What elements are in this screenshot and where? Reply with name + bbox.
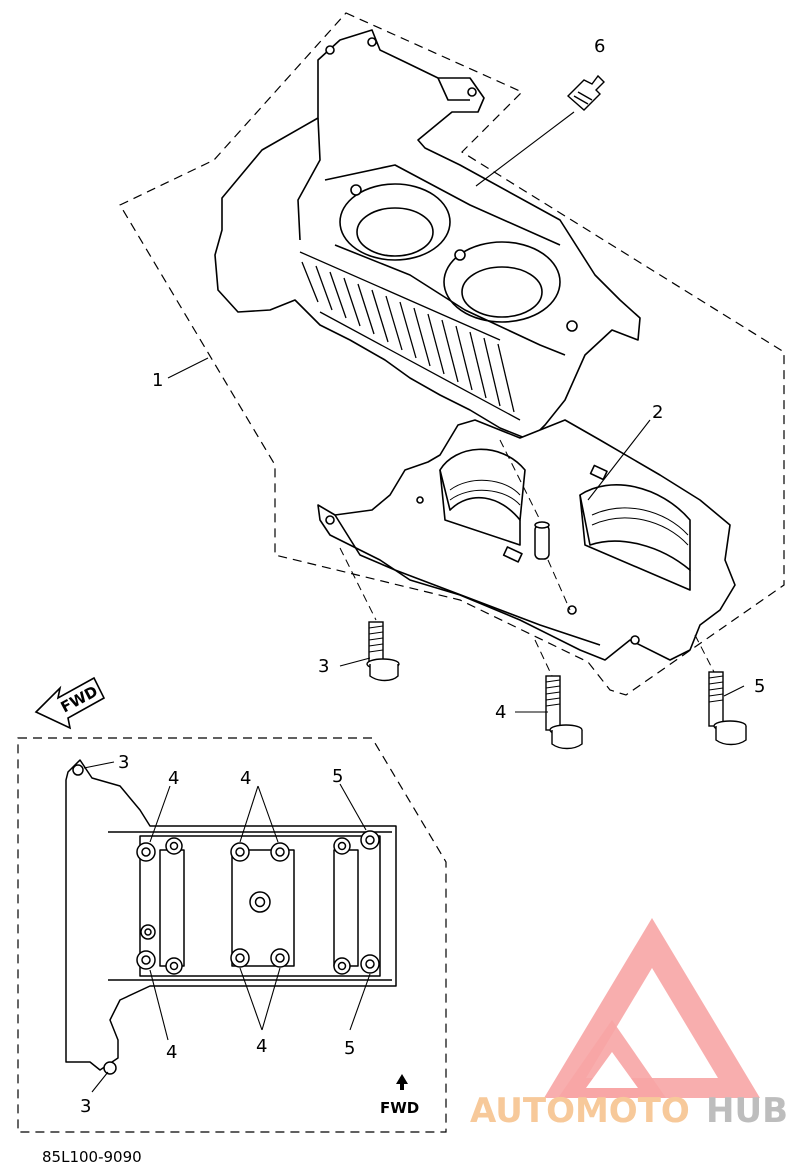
drawing-code: 85L100-9090: [42, 1148, 142, 1166]
upper-crankcase: [214, 29, 641, 441]
callout-5: 5: [754, 676, 765, 697]
logo-text-hub: HUB: [706, 1091, 788, 1131]
inset-callout-3-bottom: 3: [80, 1096, 91, 1117]
leader-lines: [167, 111, 745, 713]
inset-leader-lines: [83, 761, 371, 1093]
automotohub-logo: AUTOMOTO HUB: [470, 918, 788, 1131]
plug: [566, 74, 605, 111]
inset-fwd-indicator: FWD: [380, 1074, 419, 1117]
inset-callout-5-bottom: 5: [344, 1038, 355, 1059]
inset-callout-3-top: 3: [118, 752, 129, 773]
callout-1: 1: [152, 370, 163, 391]
inset-fwd-label: FWD: [380, 1099, 419, 1117]
lower-crankcase: [317, 419, 736, 661]
callout-2: 2: [652, 402, 663, 423]
inset-callout-4-top-left: 4: [168, 768, 179, 789]
inset-callout-4-top-center: 4: [240, 768, 251, 789]
crankcase-assembly-boundary: [119, 12, 785, 696]
centerlines: [339, 439, 715, 677]
bolt-3: [366, 621, 400, 682]
bolt-5: [708, 671, 747, 746]
inset-callout-5-top: 5: [332, 766, 343, 787]
inset-frame: [17, 737, 447, 1133]
fwd-arrow: FWD: [34, 676, 106, 730]
logo-text-automoto: AUTOMOTO: [470, 1091, 690, 1131]
bolt-4: [545, 675, 583, 750]
callout-3: 3: [318, 656, 329, 677]
inset-callout-4-bottom-center: 4: [256, 1036, 267, 1057]
inset-callout-4-bottom-left: 4: [166, 1042, 177, 1063]
dowel-pin: [534, 521, 550, 560]
callout-6: 6: [594, 36, 605, 57]
inset-bottom-view: [65, 759, 397, 1075]
callout-4: 4: [495, 702, 506, 723]
